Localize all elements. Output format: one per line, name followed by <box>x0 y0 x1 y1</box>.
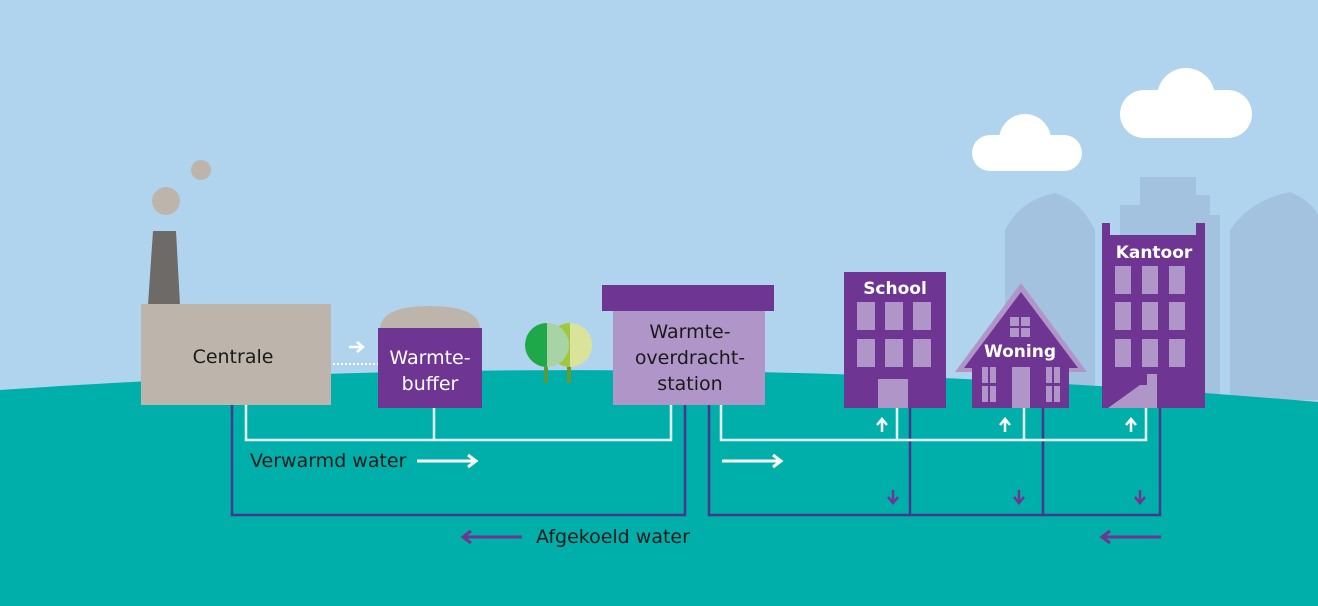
cold-pipe-secondary <box>707 405 1162 517</box>
centrale-building <box>141 304 331 405</box>
station-label-2: overdracht- <box>635 347 745 369</box>
cold-pipe-primary <box>230 405 687 517</box>
buffer-label-2: buffer <box>402 373 459 395</box>
arrow-down-icon <box>1013 490 1025 505</box>
kantoor-label: Kantoor <box>1116 243 1193 263</box>
trees <box>525 323 592 383</box>
station-roof <box>602 285 774 311</box>
cloud-2 <box>1120 68 1252 138</box>
hot-arrow-icon <box>417 453 479 469</box>
woning-building <box>955 283 1087 408</box>
warmteoverdrachtstation <box>613 311 765 405</box>
ground <box>0 370 1318 606</box>
cold-water-label: Afgekoeld water <box>536 526 690 548</box>
down-arrows <box>887 490 1146 505</box>
centrale-label: Centrale <box>193 346 274 368</box>
smoke-puff <box>152 187 180 215</box>
hot-arrow-icon <box>722 453 784 469</box>
warmtebuffer <box>378 328 482 408</box>
arrow-up-icon <box>876 417 888 432</box>
buffer-label-1: Warmte- <box>389 347 470 369</box>
chimney <box>148 231 180 305</box>
up-arrows <box>876 417 1137 432</box>
cold-arrow-icon <box>1099 529 1161 545</box>
arrow-down-icon <box>1134 490 1146 505</box>
clouds <box>972 68 1252 171</box>
hot-pipe-secondary <box>719 405 1148 442</box>
smoke-puff <box>191 160 211 180</box>
hot-water-label: Verwarmd water <box>250 450 407 472</box>
school-label: School <box>863 279 927 299</box>
buffer-dome <box>380 306 480 328</box>
arrow-down-icon <box>887 490 899 505</box>
cloud-1 <box>972 114 1082 171</box>
arrow-up-icon <box>1125 417 1137 432</box>
arrow-up-icon <box>999 417 1011 432</box>
arrow-right-icon <box>349 341 365 353</box>
cold-arrow-icon <box>460 529 522 545</box>
school-building <box>844 272 946 408</box>
hot-pipe-primary <box>244 405 673 442</box>
station-label-3: station <box>657 373 722 395</box>
woning-label: Woning <box>984 342 1056 362</box>
kantoor-building <box>1102 223 1205 408</box>
station-label-1: Warmte- <box>649 321 730 343</box>
